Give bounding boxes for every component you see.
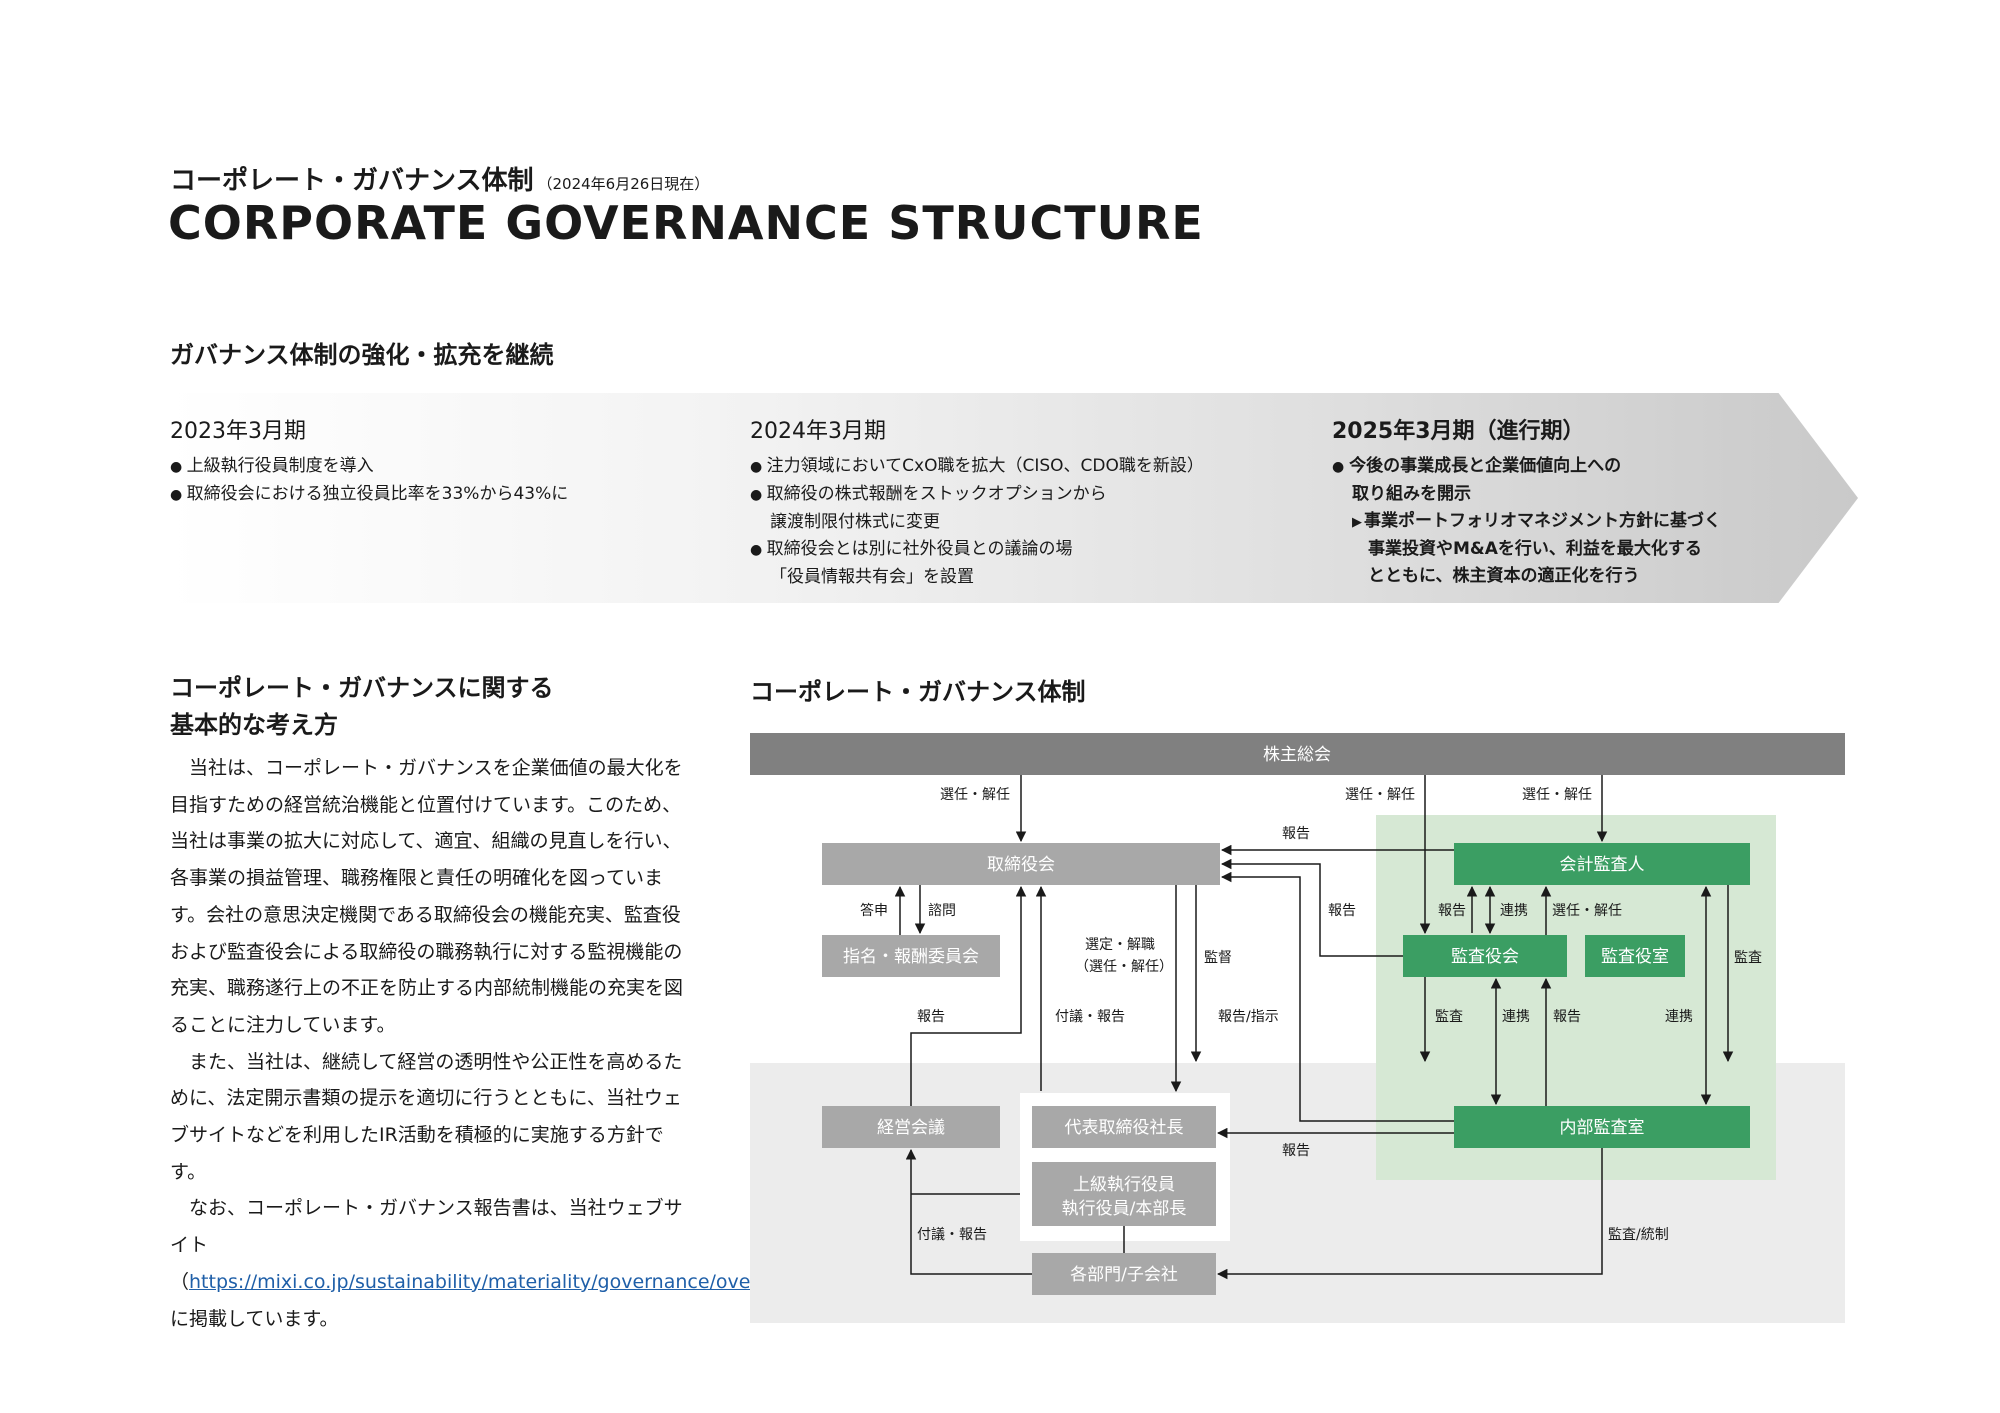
label-propose-2: 付議・報告: [917, 1226, 987, 1243]
arrow-auditboard-board: [1220, 858, 1403, 957]
label-appoint-1: 選任・解任: [940, 787, 1010, 803]
label-select-2: （選任・解任）: [1075, 959, 1173, 975]
label-report-mgmt: 報告: [917, 1009, 945, 1025]
timeline-item: 取締役会における独立役員比率を33%から43%に: [170, 481, 569, 509]
timeline-item: 取締役の株式報酬をストックオプションから: [750, 481, 1204, 509]
auditor-office-box: [1585, 935, 1685, 977]
label-report-top: 報告: [1282, 826, 1310, 842]
title-jp: コーポレート・ガバナンス体制: [170, 166, 534, 196]
audit-board-box: [1403, 935, 1567, 977]
divisions-box: [1032, 1253, 1216, 1295]
arrow-internal-board: [1220, 871, 1454, 1122]
accounting-auditor-box: [1454, 843, 1750, 885]
label-propose-1: 付議・報告: [1055, 1008, 1125, 1025]
timeline-item: 事業ポートフォリオマネジメント方針に基づく: [1332, 508, 1721, 536]
policy-heading: コーポレート・ガバナンスに関する 基本的な考え方: [170, 670, 554, 744]
ceo-box: [1032, 1106, 1216, 1148]
timeline-item: 事業投資やM&Aを行い、利益を最大化する: [1368, 539, 1702, 559]
label-report-ceo: 報告: [1282, 1143, 1310, 1159]
auditor-office-label: 監査役室: [1601, 947, 1669, 967]
executives-box: [1032, 1162, 1216, 1226]
arrow-divisions-mgmt: [905, 1148, 1032, 1275]
label-report-internal: 報告: [1553, 1009, 1581, 1025]
policy-paragraph-3: なお、コーポレート・ガバナンス報告書は、当社ウェブサイト（https://mix…: [170, 1190, 827, 1337]
label-audit-right: 監査: [1734, 949, 1762, 966]
management-meeting-box: [822, 1106, 1000, 1148]
label-cooperate-3: 連携: [1665, 1009, 1693, 1025]
timeline-title: 2025年3月期（進行期）: [1332, 419, 1585, 444]
management-meeting-label: 経営会議: [877, 1118, 945, 1138]
page-title-jp: コーポレート・ガバナンス体制（2024年6月26日現在）: [170, 160, 709, 197]
internal-audit-box: [1454, 1106, 1750, 1148]
timeline-item: 上級執行役員制度を導入: [170, 453, 568, 481]
timeline-item: とともに、株主資本の適正化を行う: [1368, 566, 1640, 586]
timeline-item: 今後の事業成長と企業価値向上への: [1332, 453, 1721, 481]
nomination-box: [822, 935, 1000, 977]
timeline-item: 譲渡制限付株式に変更: [770, 512, 940, 532]
accounting-auditor-label: 会計監査人: [1560, 855, 1645, 875]
label-audit-mid: 監査: [1435, 1008, 1463, 1025]
internal-audit-label: 内部監査室: [1560, 1118, 1645, 1138]
label-answer: 答申: [860, 902, 888, 919]
label-appoint-2: 選任・解任: [1345, 787, 1415, 803]
divisions-label: 各部門/子会社: [1070, 1265, 1178, 1285]
exec-label-1: 上級執行役員: [1073, 1175, 1175, 1195]
policy-heading-line2: 基本的な考え方: [170, 711, 338, 739]
label-cooperate-1: 連携: [1500, 903, 1528, 919]
timeline-item: 「役員情報共有会」を設置: [770, 567, 974, 587]
label-supervise: 監督: [1204, 949, 1232, 966]
label-consult: 諮問: [928, 902, 956, 919]
para3-pre: なお、コーポレート・ガバナンス報告書は、当社ウェブサイト（: [170, 1197, 683, 1293]
policy-paragraph-1: 当社は、コーポレート・ガバナンスを企業価値の最大化を目指すための経営統治機能と位…: [170, 757, 684, 1036]
policy-paragraph-2: また、当社は、継続して経営の透明性や公正性を高めるために、法定開示書類の提示を適…: [170, 1050, 683, 1183]
arrow-internal-divisions: [1216, 1148, 1603, 1280]
diagram-title: コーポレート・ガバナンス体制: [750, 678, 1086, 706]
shareholders-label: 株主総会: [1263, 745, 1331, 765]
date-note: （2024年6月26日現在）: [537, 175, 710, 193]
label-report-auditboard: 報告: [1438, 903, 1466, 919]
timeline-item: 注力領域においてCxO職を拡大（CISO、CDO職を新設）: [750, 453, 1204, 481]
audit-board-label: 監査役会: [1451, 947, 1519, 967]
shareholders-box: [750, 733, 1845, 775]
label-cooperate-2: 連携: [1502, 1009, 1530, 1025]
label-appoint-4: 選任・解任: [1552, 903, 1622, 919]
timeline-2025: 2025年3月期（進行期） 今後の事業成長と企業価値向上への 取り組みを開示 事…: [1332, 413, 1721, 590]
label-report-instruct: 報告/指示: [1218, 1009, 1279, 1025]
timeline-2023: 2023年3月期 上級執行役員制度を導入 取締役会における独立役員比率を33%か…: [170, 413, 568, 509]
policy-heading-line1: コーポレート・ガバナンスに関する: [170, 674, 554, 702]
section-title: ガバナンス体制の強化・拡充を継続: [170, 341, 554, 369]
arrow-mgmt-board: [910, 885, 1027, 1106]
label-select-1: 選定・解職: [1085, 937, 1155, 953]
label-appoint-3: 選任・解任: [1522, 787, 1592, 803]
timeline-item: 取締役会とは別に社外役員との議論の場: [750, 536, 1204, 564]
board-label: 取締役会: [987, 855, 1055, 875]
policy-body: 当社は、コーポレート・ガバナンスを企業価値の最大化を目指すための経営統治機能と位…: [170, 750, 827, 1337]
governance-diagram: 株主総会 取締役会 指名・報酬委員会 会計監査人 監査役会 監査役室 経営会議 …: [750, 733, 1845, 1323]
governance-link[interactable]: https://mixi.co.jp/sustainability/materi…: [189, 1270, 809, 1293]
exec-label-2: 執行役員/本部長: [1062, 1199, 1187, 1219]
page-title-en: CORPORATE GOVERNANCE STRUCTURE: [168, 196, 1204, 250]
label-report-mid: 報告: [1328, 903, 1356, 919]
timeline-2024: 2024年3月期 注力領域においてCxO職を拡大（CISO、CDO職を新設） 取…: [750, 413, 1204, 591]
label-audit-control: 監査/統制: [1608, 1226, 1669, 1243]
timeline-title: 2024年3月期: [750, 419, 886, 444]
timeline-item: 取り組みを開示: [1352, 484, 1471, 504]
board-box: [822, 843, 1220, 885]
timeline-band: 2023年3月期 上級執行役員制度を導入 取締役会における独立役員比率を33%か…: [168, 393, 1858, 603]
timeline-title: 2023年3月期: [170, 419, 306, 444]
ceo-label: 代表取締役社長: [1065, 1118, 1184, 1138]
nomination-label: 指名・報酬委員会: [843, 947, 979, 967]
